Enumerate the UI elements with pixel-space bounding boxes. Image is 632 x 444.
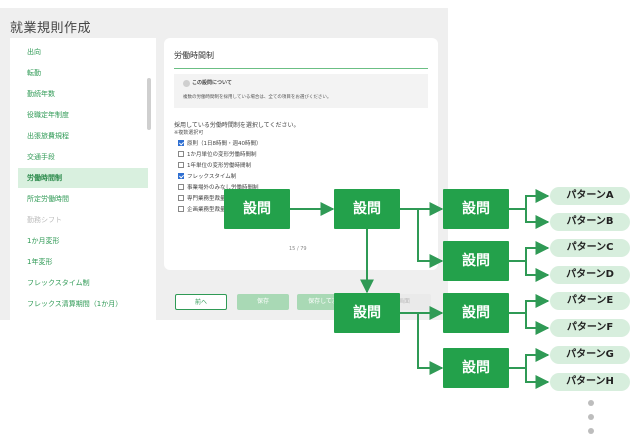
option-checkbox[interactable]: 専門業務型裁量労働制 <box>178 194 242 204</box>
note-box: この設問について 複数の労働時間制を採用している場合は、全ての項目をお選びくださ… <box>174 74 428 108</box>
sidebar-item[interactable]: 所定労働時間 <box>27 195 69 203</box>
question-node: 設問 <box>443 241 509 281</box>
option-label: 専門業務型裁量労働制 <box>187 196 243 202</box>
sidebar-scrollbar[interactable] <box>147 78 151 130</box>
continuation-dot <box>588 400 594 406</box>
option-checkbox[interactable]: 企画業務型裁量労働制 <box>178 205 242 215</box>
checkbox-checked-icon[interactable] <box>178 173 184 179</box>
question-text: 採用している労働時間制を選択してください。 <box>174 122 300 129</box>
save-button[interactable]: 保存 <box>237 294 289 310</box>
page-counter: 15 / 79 <box>289 246 307 252</box>
checkbox-icon[interactable] <box>178 206 184 212</box>
question-node: 設問 <box>334 189 400 229</box>
option-label: 企画業務型裁量労働制 <box>187 207 243 213</box>
option-checkbox[interactable]: 原則（1日8時間・週40時間） <box>178 139 262 149</box>
continuation-dot <box>588 428 594 434</box>
option-label: 1年単位の変形労働時間制 <box>187 163 252 169</box>
pattern-label: パターンB <box>550 213 630 231</box>
sidebar-item[interactable]: 交通手段 <box>27 153 55 161</box>
pattern-label: パターンC <box>550 239 630 257</box>
question-node: 設問 <box>443 348 509 388</box>
sidebar-item-active[interactable]: 労働時間制 <box>18 168 148 188</box>
checkbox-icon[interactable] <box>178 162 184 168</box>
question-node: 設問 <box>334 293 400 333</box>
info-icon <box>183 80 190 87</box>
option-checkbox[interactable]: 1か月単位の変形労働時間制 <box>178 150 257 160</box>
pattern-label: パターンA <box>550 187 630 205</box>
sidebar-item[interactable]: 1か月変形 <box>27 237 60 245</box>
pattern-label: パターンE <box>550 292 630 310</box>
option-label: フレックスタイム制 <box>187 174 237 180</box>
sidebar-item-disabled: 勤務シフト <box>27 216 62 224</box>
sidebar-item[interactable]: 転勤 <box>27 69 41 77</box>
checkbox-icon[interactable] <box>178 195 184 201</box>
pattern-label: パターンH <box>550 373 630 391</box>
sidebar-item[interactable]: フレックス清算期間（1か月） <box>27 300 123 308</box>
question-hint: ※複数選択可 <box>174 130 204 136</box>
checkbox-icon[interactable] <box>178 151 184 157</box>
question-node: 設問 <box>224 189 290 229</box>
sidebar-item[interactable]: 出張旅費規程 <box>27 132 69 140</box>
question-node: 設問 <box>443 189 509 229</box>
checkbox-icon[interactable] <box>178 184 184 190</box>
pattern-label: パターンF <box>550 319 630 337</box>
option-checkbox[interactable]: 1年単位の変形労働時間制 <box>178 161 251 171</box>
pattern-label: パターンG <box>550 346 630 364</box>
sidebar-item[interactable]: 出向 <box>27 48 41 56</box>
question-node: 設問 <box>443 293 509 333</box>
sidebar-item[interactable]: 役職定年制度 <box>27 111 69 119</box>
sidebar-item[interactable]: フレックスタイム制 <box>27 279 90 287</box>
option-label: 1か月単位の変形労働時間制 <box>187 152 257 158</box>
continuation-dot <box>588 414 594 420</box>
option-checkbox[interactable]: 事業場外のみなし労働時間制 <box>178 183 259 193</box>
app-screenshot: 就業規則作成 出向 転勤 勤続年数 役職定年制度 出張旅費規程 交通手段 労働時… <box>0 8 448 320</box>
option-label: 事業場外のみなし労働時間制 <box>187 185 259 191</box>
note-body: 複数の労働時間制を採用している場合は、全ての項目をお選びください。 <box>183 95 332 100</box>
option-checkbox[interactable]: フレックスタイム制 <box>178 172 236 182</box>
back-button[interactable]: 前へ <box>175 294 227 310</box>
question-card: 労働時間制 この設問について 複数の労働時間制を採用している場合は、全ての項目を… <box>164 38 438 270</box>
sidebar-item[interactable]: 1年変形 <box>27 258 53 266</box>
heading-divider <box>174 68 428 69</box>
sidebar: 出向 転勤 勤続年数 役職定年制度 出張旅費規程 交通手段 労働時間制 所定労働… <box>10 38 156 320</box>
note-title: この設問について <box>192 80 232 86</box>
question-heading: 労働時間制 <box>174 51 214 60</box>
sidebar-item[interactable]: 勤続年数 <box>27 90 55 98</box>
checkbox-checked-icon[interactable] <box>178 140 184 146</box>
page-title: 就業規則作成 <box>10 21 92 36</box>
option-label: 原則（1日8時間・週40時間） <box>187 141 262 147</box>
pattern-label: パターンD <box>550 266 630 284</box>
